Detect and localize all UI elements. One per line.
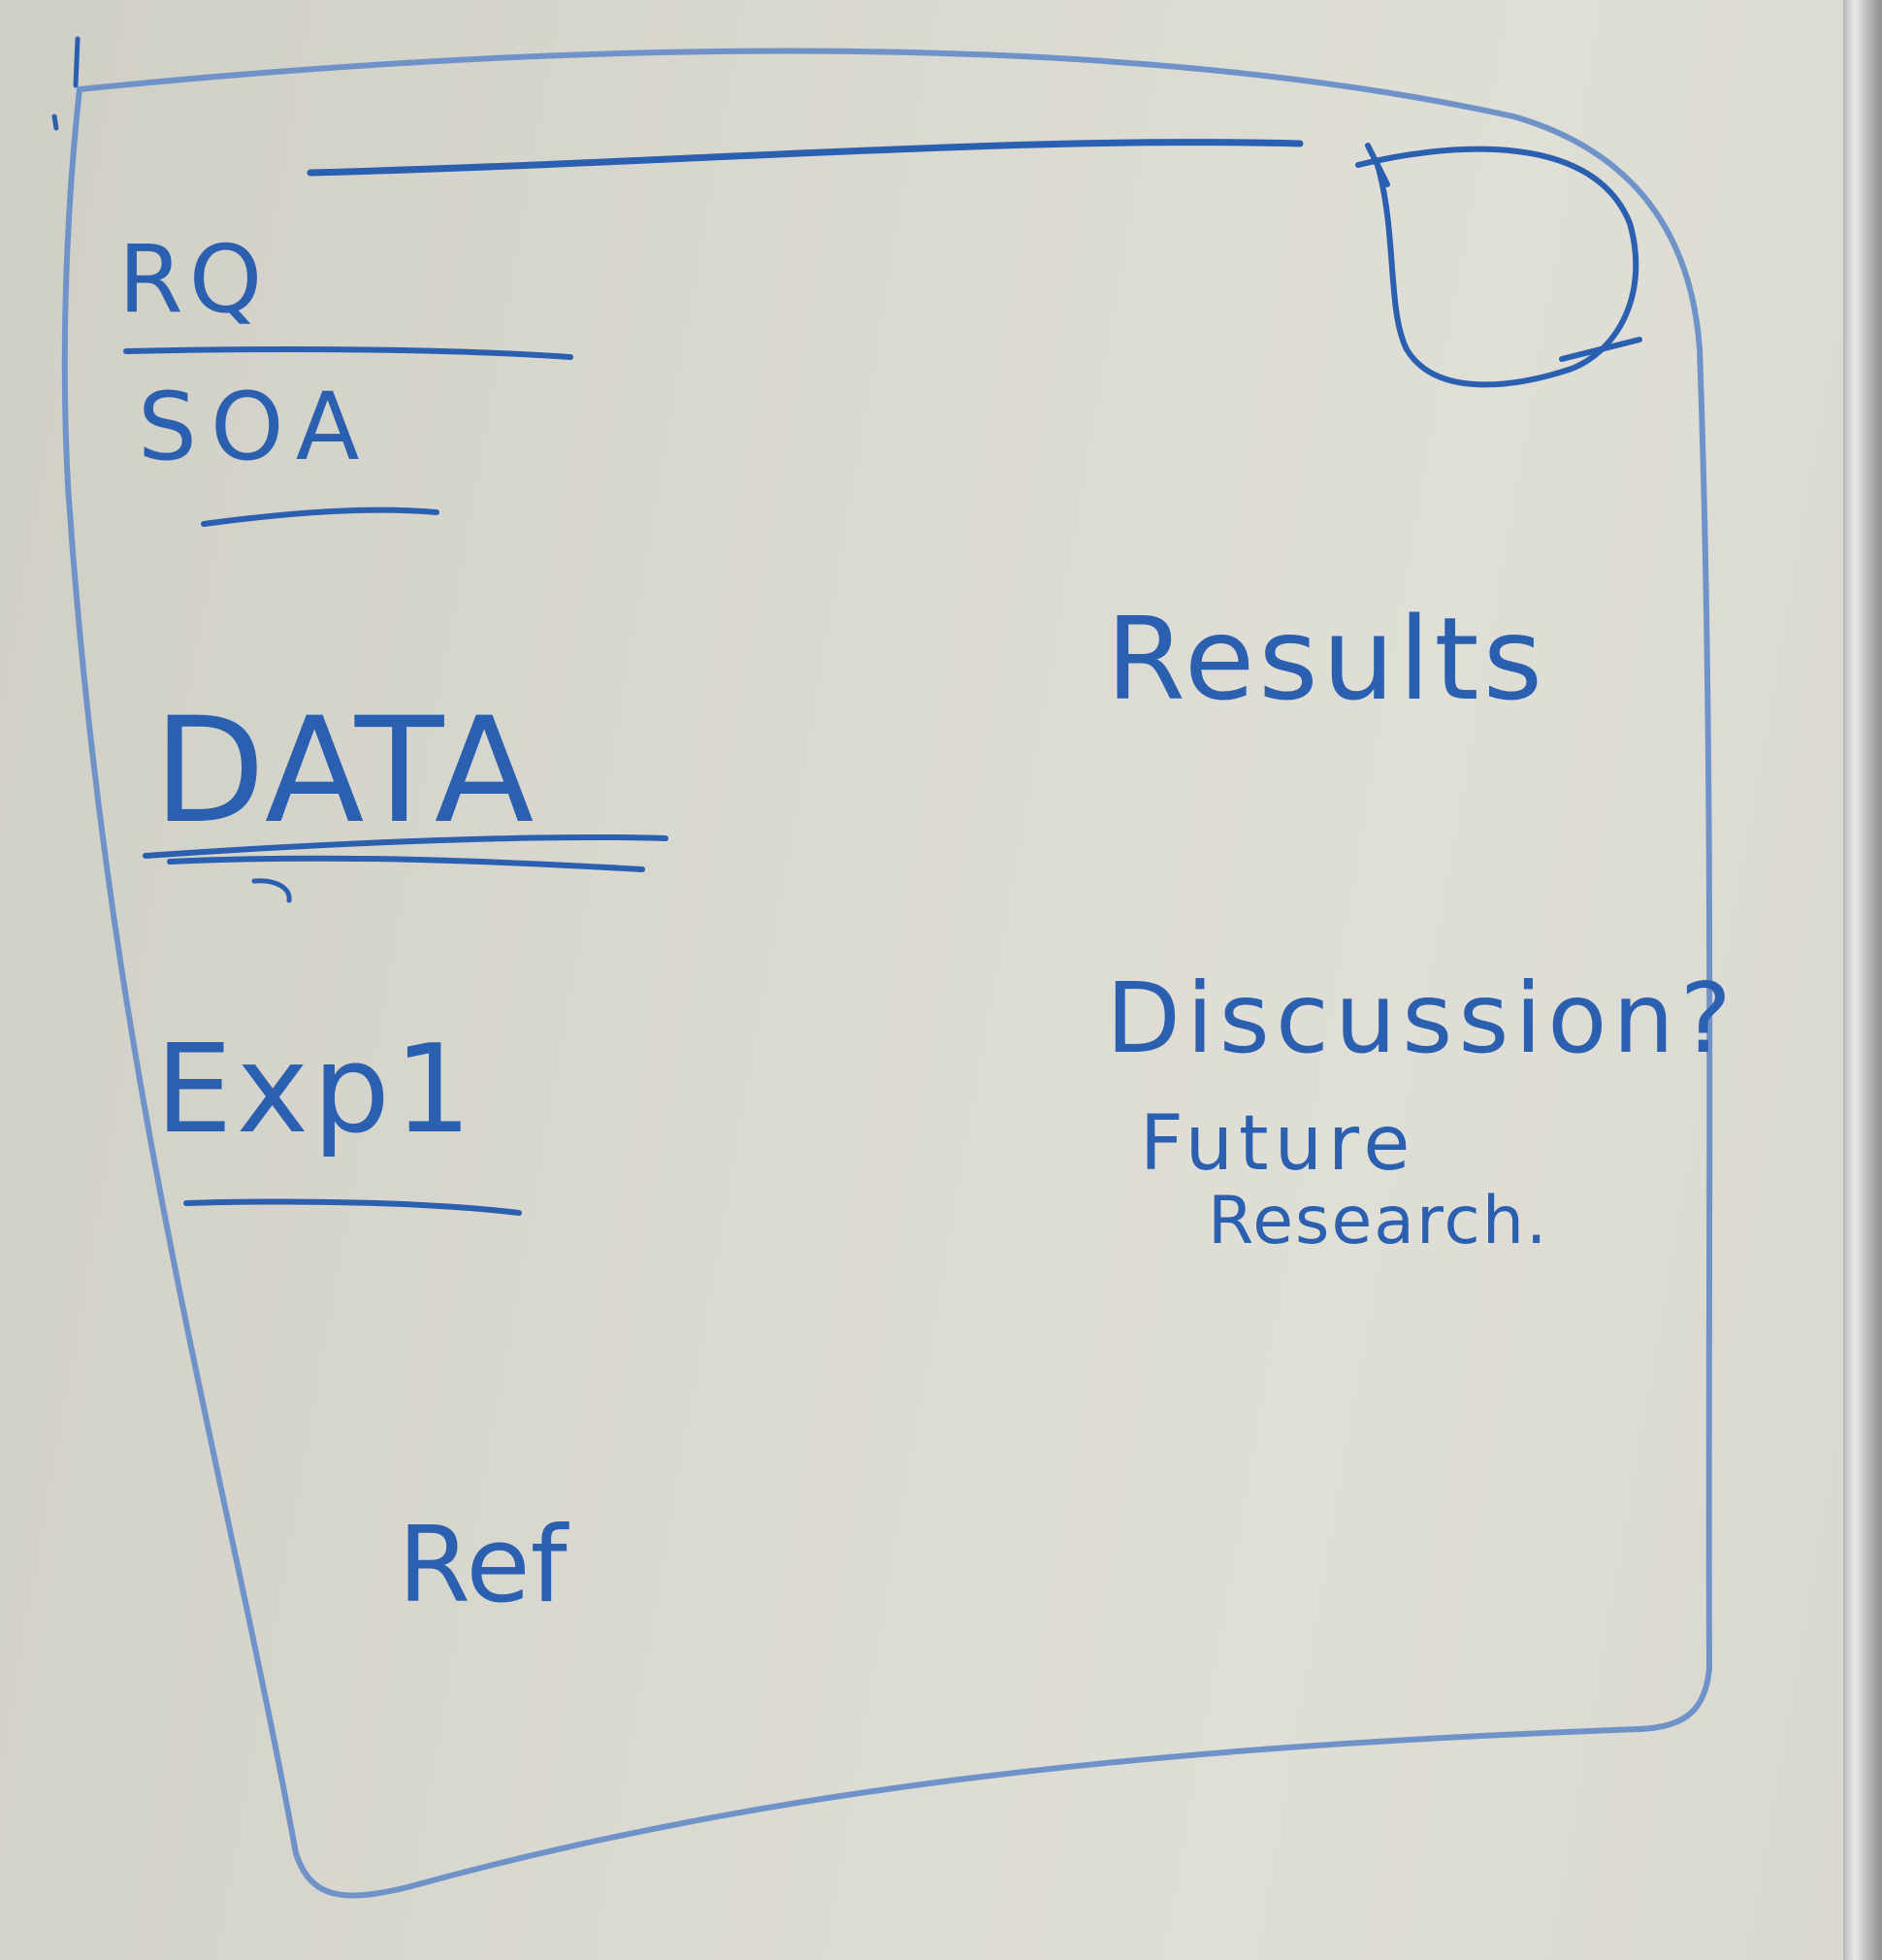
folded-corner (1355, 146, 1639, 388)
exp-underline (183, 1198, 522, 1216)
section-results: Results (1106, 592, 1547, 726)
section-discussion: Discussion? (1106, 962, 1737, 1075)
section-exp: Exp1 (155, 1018, 476, 1160)
data-arrow-mark (251, 878, 292, 903)
top-left-mark (51, 36, 81, 131)
page-outline (61, 48, 1713, 1899)
soa-underline (201, 506, 439, 527)
whiteboard-frame (1843, 0, 1882, 1960)
data-underline-1 (143, 833, 668, 859)
title-line (307, 139, 1304, 177)
section-ref: Ref (398, 1505, 568, 1626)
section-future: Future (1140, 1100, 1416, 1188)
section-research: Research. (1208, 1183, 1549, 1259)
section-rq: RQ (118, 225, 269, 334)
rq-underline (123, 346, 573, 360)
section-data: DATA (153, 687, 536, 856)
folded-corner-tick (1365, 143, 1642, 362)
data-underline-2 (167, 855, 645, 872)
section-soa: SOA (138, 373, 373, 481)
